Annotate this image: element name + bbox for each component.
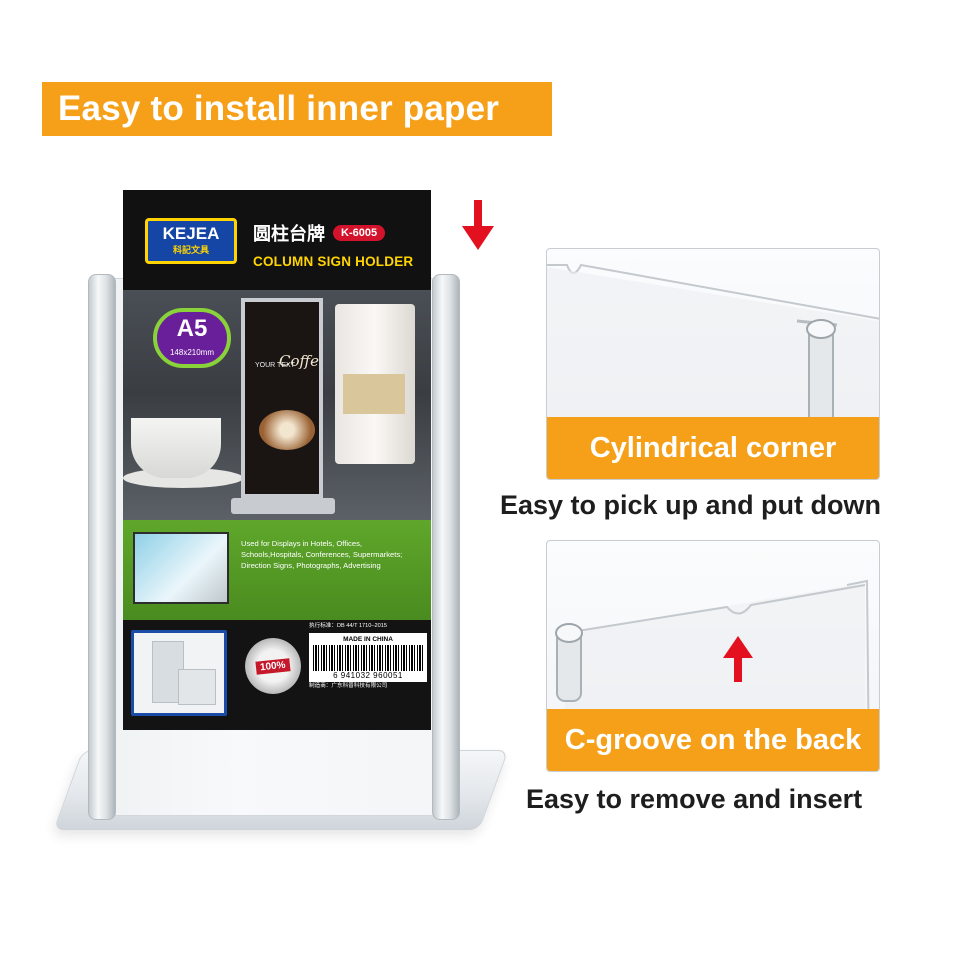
barcode-bars [313,645,423,671]
mini-sign-coffee: Coffee [279,352,320,370]
coffee-bag [335,304,415,464]
c-groove-detail: C-groove on the back [546,540,880,772]
feature-title-1: Cylindrical corner [547,417,879,479]
inner-paper-poster: KEJEA 科記文具 圆柱台牌 K-6005 COLUMN SIGN HOLDE… [123,190,431,730]
barcode-number: 6 941032 960051 [333,671,403,680]
feature-subtitle-1: Easy to pick up and put down [500,490,882,520]
cylindrical-corner-detail: Cylindrical corner [546,248,880,480]
size-badge: A5 148x210mm [153,308,231,368]
quality-seal: 100% [245,638,301,694]
arrow-up-icon [723,636,753,682]
page-headline: Easy to install inner paper [42,82,552,136]
holder-thumbnail [131,630,227,716]
mini-sign-frame: YOUR TEXT Coffee [241,298,323,498]
feature-subtitle-2: Easy to remove and insert [526,784,863,814]
feature-title-2: C-groove on the back [547,709,879,771]
product-label: 执行标准：DB 44/T 1710–2015 MADE IN CHINA 6 9… [309,622,427,718]
barcode-box: MADE IN CHINA 6 941032 960051 [309,633,427,682]
standard-text: 执行标准：DB 44/T 1710–2015 [309,623,387,629]
latte-art [259,410,315,450]
poster-photo: A5 148x210mm YOUR TEXT Coffee [123,290,431,520]
quality-seal-label: 100% [255,657,291,675]
poster-footer: 100% 执行标准：DB 44/T 1710–2015 MADE IN CHIN… [123,620,431,730]
size-label: A5 [176,315,208,342]
usage-strip: Used for Displays in Hotels, Offices, Sc… [123,520,431,620]
brand-logo: KEJEA 科記文具 [145,218,237,264]
usage-text: Used for Displays in Hotels, Offices, Sc… [241,539,403,570]
usage-photo [133,532,229,604]
mini-sign-base [231,498,335,514]
sign-holder-product: KEJEA 科記文具 圆柱台牌 K-6005 COLUMN SIGN HOLDE… [53,180,510,880]
model-badge: K-6005 [333,225,386,241]
brand-name: KEJEA [162,224,220,243]
mini-sign-text: YOUR TEXT [255,362,295,369]
arrow-down-icon [462,200,494,250]
product-title-cn: 圆柱台牌 K-6005 [253,220,413,246]
brand-name-cn: 科記文具 [172,245,209,255]
manufacturer-text: 制造商：广东科普科技有限公司 [309,683,388,689]
coffee-bag-label [343,374,405,414]
coffee-cup [131,418,221,478]
poster-header: KEJEA 科記文具 圆柱台牌 K-6005 COLUMN SIGN HOLDE… [123,190,431,290]
made-in-text: MADE IN CHINA [343,636,393,643]
size-dimensions: 148x210mm [169,348,215,357]
product-name-cn: 圆柱台牌 [253,224,325,244]
poster-heading: 圆柱台牌 K-6005 COLUMN SIGN HOLDER [253,220,413,269]
left-cylinder-rod [88,274,116,820]
product-title-en: COLUMN SIGN HOLDER [253,254,414,269]
right-cylinder-rod [432,274,460,820]
